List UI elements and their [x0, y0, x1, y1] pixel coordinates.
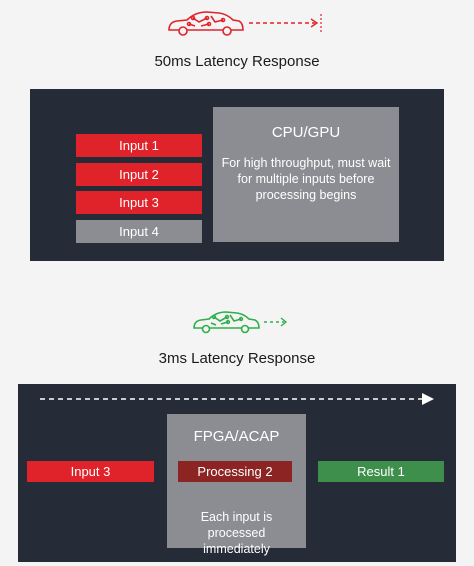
processing-2-chip: Processing 2 — [178, 461, 292, 482]
fpga-acap-text: Each input is processed immediately — [200, 510, 273, 556]
result-1-chip: Result 1 — [318, 461, 444, 482]
top-title: 50ms Latency Response — [154, 53, 320, 70]
bottom-title: 3ms Latency Response — [158, 350, 316, 367]
fpga-acap-title: FPGA/ACAP — [193, 428, 280, 445]
car-circuit-icon-green — [193, 311, 288, 334]
cpu-gpu-box: CPU/GPU For high throughput, must wait f… — [213, 107, 399, 242]
dashed-arrow-icon — [40, 393, 434, 405]
cpu-gpu-title: CPU/GPU — [271, 124, 341, 141]
input-2-chip: Input 2 — [76, 163, 202, 186]
cpu-gpu-text: For high throughput, must wait for multi… — [221, 156, 391, 202]
input-4-chip: Input 4 — [76, 220, 202, 243]
input-1-chip: Input 1 — [76, 134, 202, 157]
car-circuit-icon-red — [168, 11, 322, 36]
input-3-bottom-chip: Input 3 — [27, 461, 154, 482]
input-3-chip: Input 3 — [76, 191, 202, 214]
